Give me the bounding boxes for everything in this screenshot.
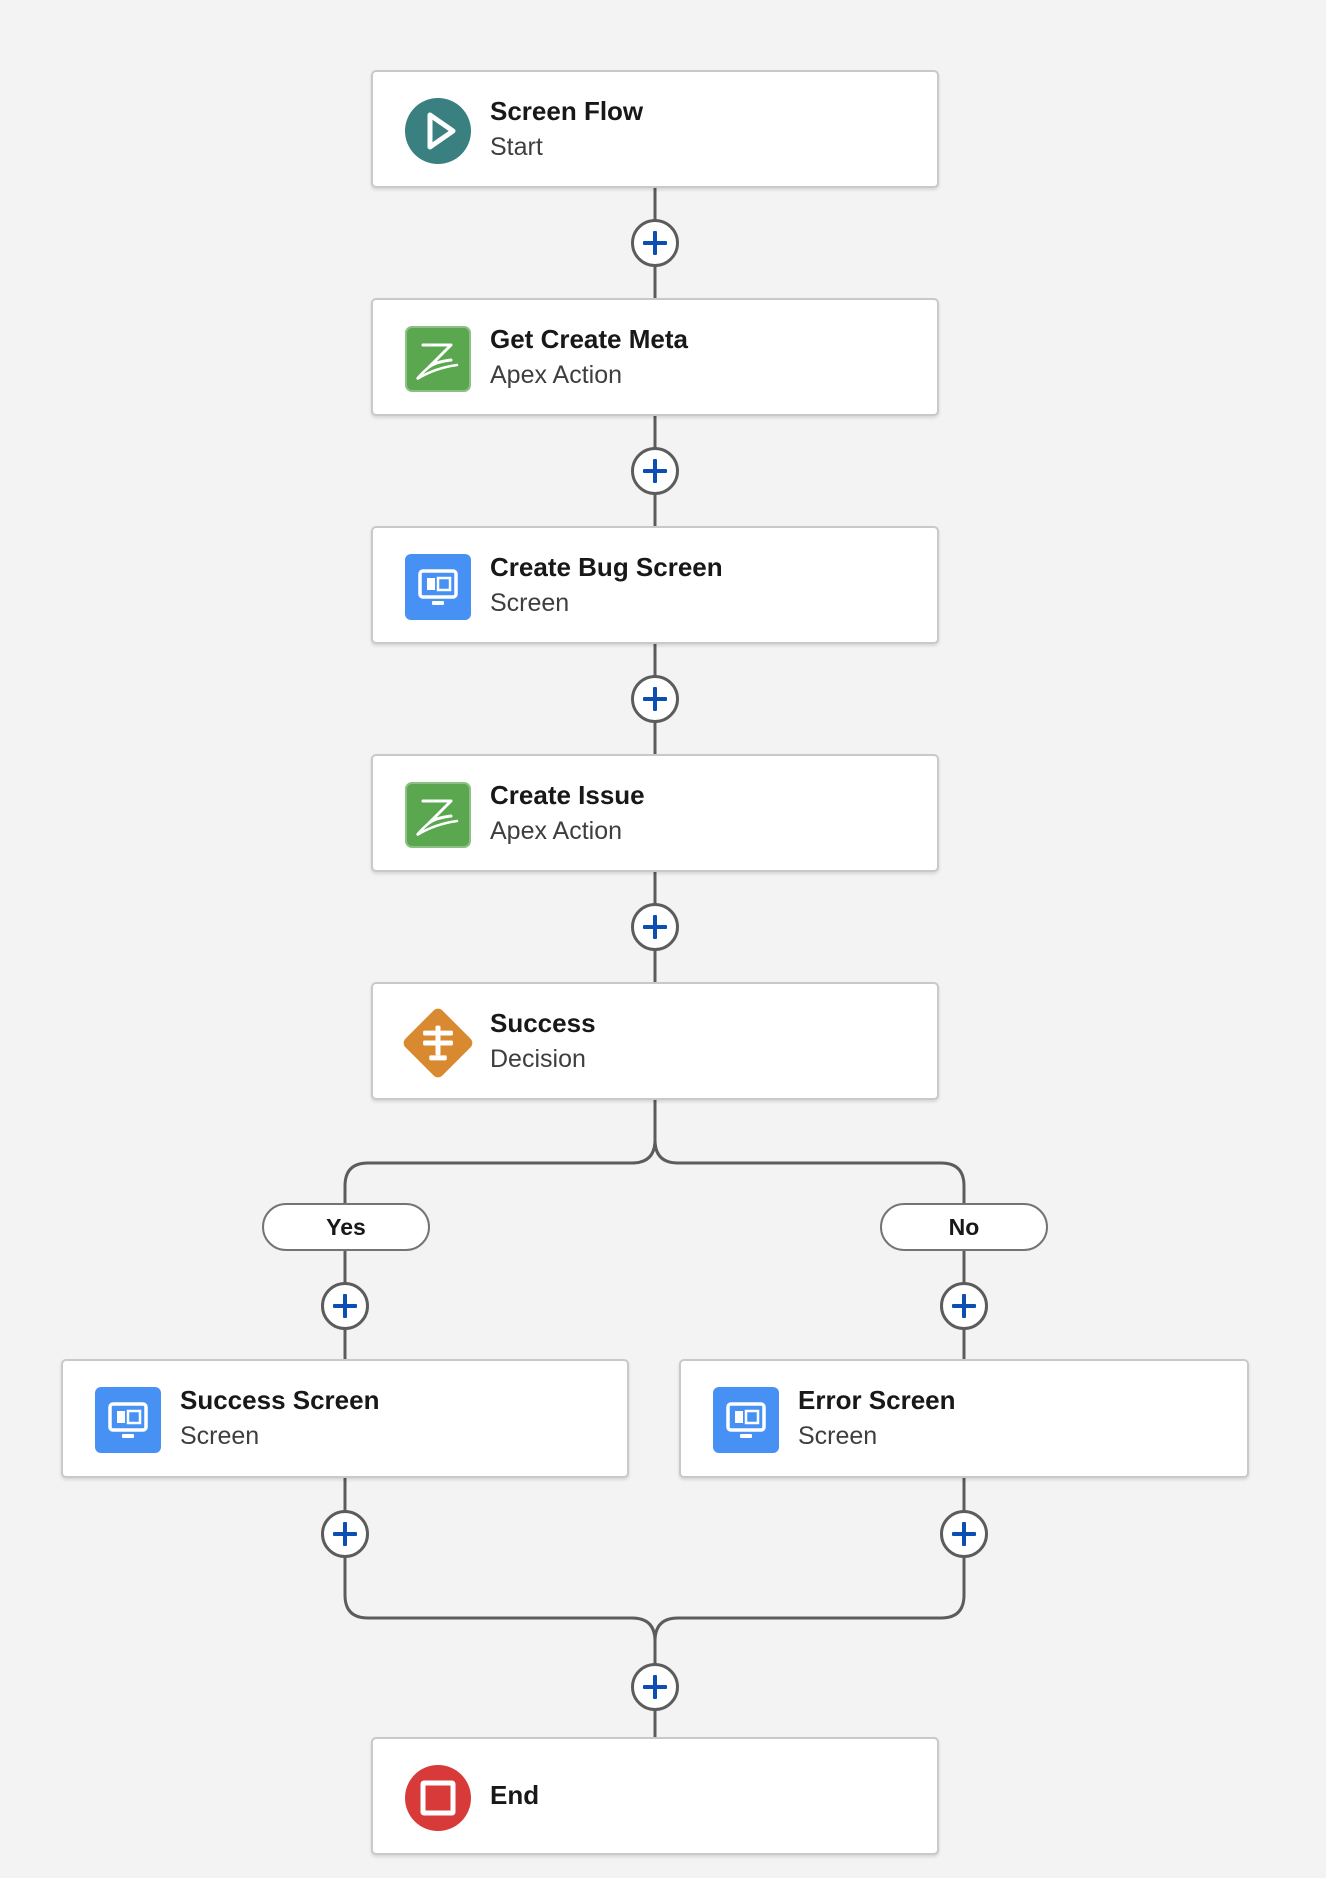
apex-action-icon (405, 782, 471, 848)
create-bug-screen-node[interactable]: Create Bug Screen Screen (371, 526, 939, 644)
add-element-button-no[interactable] (940, 1282, 988, 1330)
success-decision-node[interactable]: Success Decision (371, 982, 939, 1100)
add-element-button[interactable] (631, 447, 679, 495)
node-title: Success (490, 1008, 596, 1038)
node-type: Screen (490, 589, 570, 617)
get-create-meta-node[interactable]: Get Create Meta Apex Action (371, 298, 939, 416)
stop-icon (405, 1765, 471, 1831)
node-title: End (490, 1780, 540, 1810)
add-element-button[interactable] (631, 675, 679, 723)
node-type: Apex Action (490, 361, 623, 389)
node-type: Screen (798, 1422, 878, 1450)
node-title: Create Issue (490, 780, 645, 810)
play-icon (405, 98, 471, 164)
screen-icon (95, 1387, 161, 1453)
node-title: Success Screen (180, 1385, 380, 1415)
node-type: Decision (490, 1045, 586, 1073)
node-title: Screen Flow (490, 96, 644, 126)
error-screen-node[interactable]: Error Screen Screen (679, 1359, 1249, 1478)
add-element-button-yes[interactable] (321, 1282, 369, 1330)
screen-icon (713, 1387, 779, 1453)
node-type: Apex Action (490, 817, 623, 845)
add-element-button[interactable] (631, 219, 679, 267)
end-node[interactable]: End (371, 1737, 939, 1855)
node-title: Create Bug Screen (490, 552, 723, 582)
apex-action-icon (405, 326, 471, 392)
create-issue-node[interactable]: Create Issue Apex Action (371, 754, 939, 872)
decision-icon (403, 1008, 473, 1078)
success-screen-node[interactable]: Success Screen Screen (61, 1359, 629, 1478)
screen-icon (405, 554, 471, 620)
branch-label-no[interactable]: No (880, 1203, 1048, 1251)
branch-label-yes[interactable]: Yes (262, 1203, 430, 1251)
node-type: Start (490, 133, 543, 161)
add-element-button-no-after[interactable] (940, 1510, 988, 1558)
node-type: Screen (180, 1422, 260, 1450)
node-title: Error Screen (798, 1385, 956, 1415)
add-element-button-yes-after[interactable] (321, 1510, 369, 1558)
add-element-button-merge[interactable] (631, 1663, 679, 1711)
start-node[interactable]: Screen Flow Start (371, 70, 939, 188)
add-element-button[interactable] (631, 903, 679, 951)
node-title: Get Create Meta (490, 324, 688, 354)
